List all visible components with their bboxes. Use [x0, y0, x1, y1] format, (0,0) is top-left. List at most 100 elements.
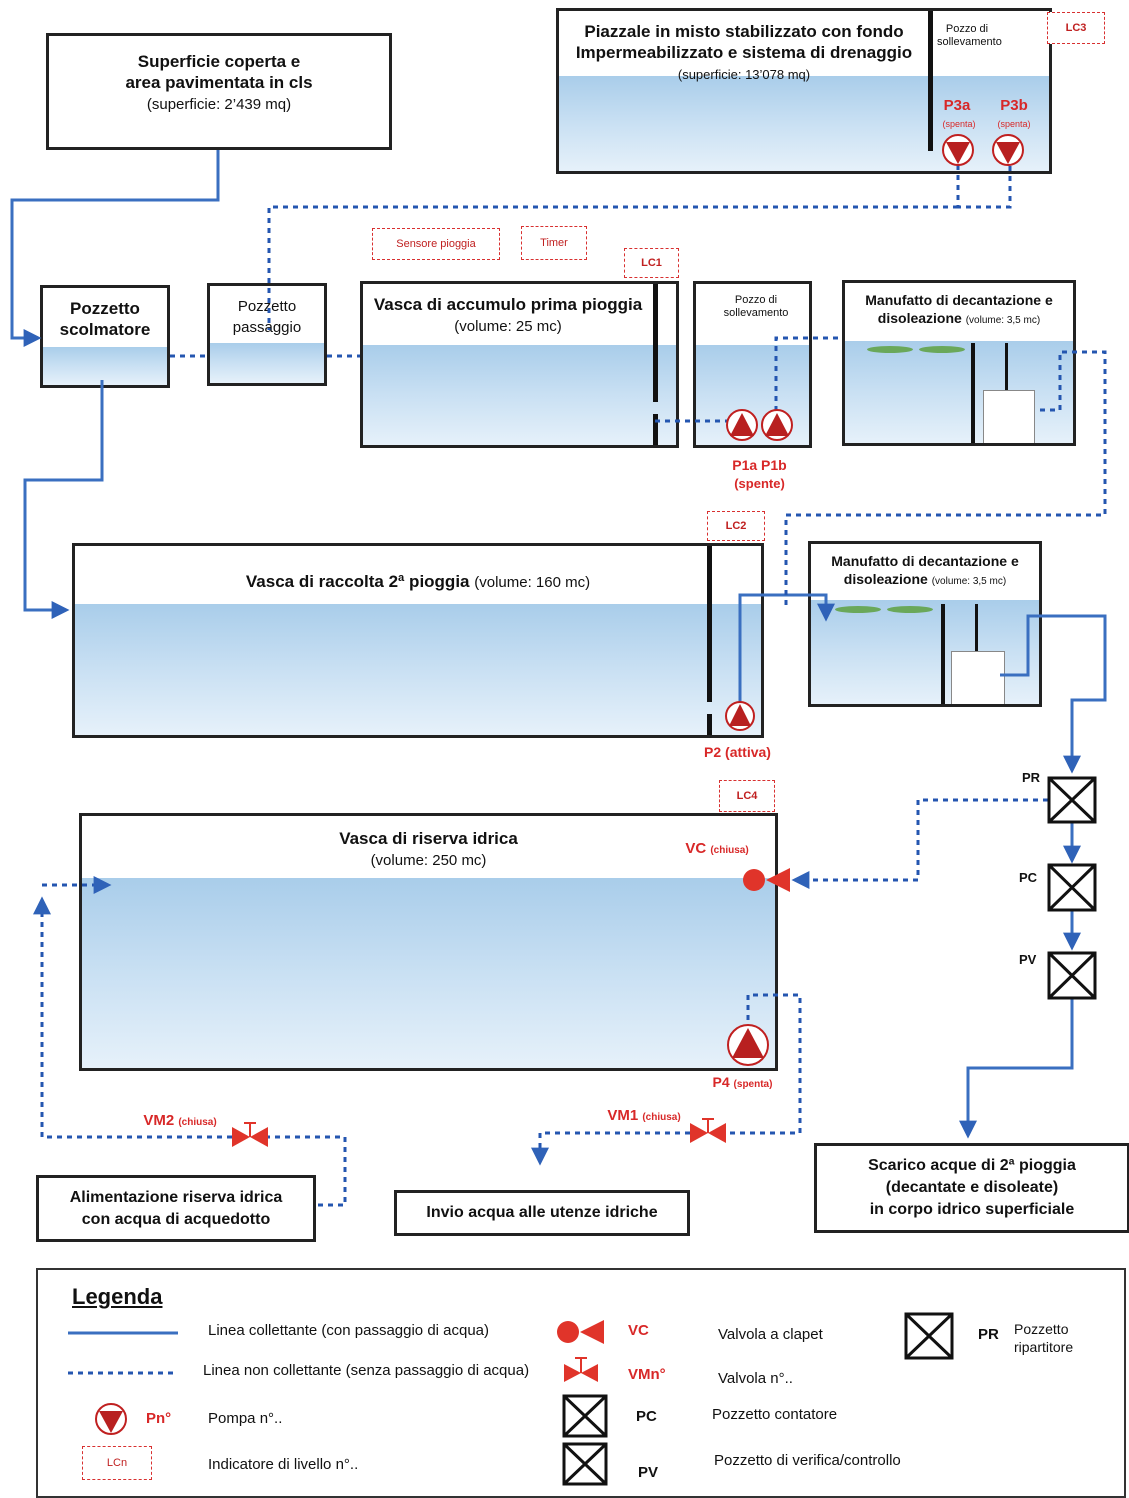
- legend-pc-code: PC: [636, 1408, 657, 1425]
- pv-label: PV: [1019, 952, 1037, 967]
- legend-vc-code: VC: [628, 1322, 649, 1339]
- rain-sensor: Sensore pioggia: [372, 228, 500, 260]
- vc-state: (chiusa): [710, 845, 749, 856]
- legend-level: Indicatore di livello n°..: [208, 1456, 359, 1473]
- legend-vm-code: VMn°: [628, 1366, 666, 1383]
- p3b-label: P3b: [1000, 97, 1028, 114]
- pozzetto-icon: [562, 1442, 608, 1486]
- riserva-title: Vasca di riserva idrica: [339, 829, 518, 848]
- piazzale-title: Piazzale in misto stabilizzato con fondo: [584, 22, 904, 41]
- manufatto2-title2: disoleazione: [843, 571, 928, 587]
- legend-line-solid: Linea collettante (con passaggio di acqu…: [208, 1322, 490, 1339]
- alimentazione-line1: Alimentazione riserva idrica: [69, 1188, 283, 1206]
- dash-vm1-invio: [531, 1131, 690, 1166]
- p3a-state: (spenta): [942, 119, 976, 129]
- timer: Timer: [521, 226, 587, 260]
- level-indicator-lc2: LC2: [707, 511, 765, 541]
- p1-label: P1a P1b (spente): [712, 456, 807, 493]
- superficie-title2: area pavimentata in cls: [125, 73, 313, 92]
- piazzale-box: Piazzale in misto stabilizzato con fondo…: [556, 8, 1052, 174]
- pozzo-sollevamento-title: Pozzo di sollevamento: [723, 294, 789, 319]
- riserva-sub: (volume: 250 mc): [370, 852, 487, 869]
- vc-label: VC (chiusa): [662, 840, 772, 860]
- level-indicator-lc3: LC3: [1047, 12, 1105, 44]
- vm1-label: VM1 (chiusa): [594, 1107, 694, 1127]
- invio-text: Invio acqua alle utenze idriche: [426, 1204, 658, 1221]
- level-indicator-lc4: LC4: [719, 780, 775, 812]
- manufatto-decantazione-1: Manufatto di decantazione e disoleazione…: [842, 280, 1076, 446]
- p1-state: (spente): [734, 476, 785, 491]
- scolmatore-title2: scolmatore: [59, 320, 151, 339]
- vm2-label: VM2 (chiusa): [130, 1112, 230, 1132]
- vasca-riserva-idrica: Vasca di riserva idrica (volume: 250 mc)…: [79, 813, 778, 1071]
- legend-line-dashed: Linea non collettante (senza passaggio d…: [203, 1362, 530, 1379]
- prima-pioggia-sub: (volume: 25 mc): [454, 318, 562, 335]
- pipe-pv-scarico: [959, 998, 1074, 1139]
- vm2-state: (chiusa): [178, 1117, 217, 1128]
- legend-title: Legenda: [72, 1284, 163, 1309]
- passaggio-title2: passaggio: [232, 319, 302, 336]
- scarico-line2: (decantate e disoleate): [885, 1179, 1059, 1196]
- pozzetto-icon: [1047, 776, 1097, 1000]
- legend-pump-code: Pn°: [146, 1410, 172, 1427]
- piazzale-title2: Impermeabilizzato e sistema di drenaggio: [575, 43, 913, 62]
- p3a-label: P3a: [943, 97, 971, 114]
- pozzetto-icon: [904, 1312, 954, 1360]
- pc-label: PC: [1019, 870, 1038, 885]
- dash-pr-vc: [791, 798, 1048, 889]
- vm2-code: VM2: [143, 1112, 175, 1129]
- pr-label: PR: [1022, 770, 1041, 785]
- manual-valve-icon: [564, 1357, 598, 1382]
- legend-pv-code: PV: [638, 1464, 659, 1481]
- pozzetto-icon: [562, 1394, 608, 1438]
- dashed-line-icon: [68, 1371, 178, 1375]
- manual-valve-icon: [690, 1118, 726, 1143]
- oil-film: [919, 346, 965, 353]
- p4-code: P4: [712, 1074, 730, 1090]
- piazzale-pozzo-label: Pozzo di sollevamento: [937, 23, 1002, 48]
- oil-film: [835, 606, 881, 613]
- manufatto1-sub: (volume: 3,5 mc): [965, 315, 1041, 326]
- scolmatore-title: Pozzetto: [70, 299, 140, 318]
- pozzo-sollevamento: Pozzo di sollevamento: [693, 281, 812, 448]
- legend-vm: Valvola n°..: [718, 1370, 793, 1387]
- legend-pr-code: PR: [978, 1326, 999, 1343]
- pozzetto-passaggio: Pozzetto passaggio: [207, 283, 327, 386]
- pipe-to-pr: [1063, 614, 1107, 774]
- legend-pr: Pozzetto ripartitore: [1014, 1320, 1073, 1356]
- p4-state: (spenta): [733, 1079, 773, 1090]
- pump-icon: [95, 1403, 127, 1435]
- clapet-valve-icon: [557, 1320, 604, 1344]
- oil-film: [887, 606, 933, 613]
- manufatto1-title: Manufatto di decantazione e: [865, 292, 1053, 308]
- vm1-code: VM1: [607, 1107, 639, 1124]
- legend-pr-line1: Pozzetto: [1014, 1321, 1069, 1337]
- p2-label: P2 (attiva): [704, 744, 771, 760]
- p1-names: P1a P1b: [732, 457, 787, 473]
- solid-line-icon: [68, 1331, 178, 1335]
- level-indicator-lc1: LC1: [624, 248, 679, 278]
- manual-valve-icon: [232, 1122, 268, 1147]
- scarico-line3: in corpo idrico superficiale: [869, 1201, 1075, 1218]
- vasca-prima-pioggia: Vasca di accumulo prima pioggia (volume:…: [360, 281, 679, 448]
- superficie-box: Superficie coperta e area pavimentata in…: [46, 33, 392, 150]
- manufatto1-title2: disoleazione: [877, 310, 962, 326]
- scarico-line1: Scarico acque di 2ª pioggia: [868, 1157, 1076, 1174]
- piazzale-sub: (superficie: 13’078 mq): [677, 67, 811, 82]
- legend: Legenda Linea collettante (con passaggio…: [36, 1268, 1126, 1498]
- seconda-pioggia-sub: (volume: 160 mc): [474, 574, 591, 591]
- invio-box: Invio acqua alle utenze idriche: [394, 1190, 690, 1236]
- vm1-state: (chiusa): [642, 1112, 681, 1123]
- passaggio-title: Pozzetto: [237, 298, 297, 315]
- legend-level-code: LCn: [82, 1446, 152, 1480]
- oil-film: [867, 346, 913, 353]
- manufatto2-sub: (volume: 3,5 mc): [931, 576, 1007, 587]
- alimentazione-box: Alimentazione riserva idrica con acqua di…: [36, 1175, 316, 1242]
- alimentazione-line2: con acqua di acquedotto: [81, 1210, 271, 1228]
- manufatto2-title: Manufatto di decantazione e: [831, 553, 1019, 569]
- manufatto-decantazione-2: Manufatto di decantazione e disoleazione…: [808, 541, 1042, 707]
- legend-vc: Valvola a clapet: [718, 1326, 823, 1343]
- legend-pv: Pozzetto di verifica/controllo: [714, 1452, 901, 1469]
- p3b-state: (spenta): [997, 119, 1031, 129]
- legend-pr-line2: ripartitore: [1014, 1339, 1074, 1355]
